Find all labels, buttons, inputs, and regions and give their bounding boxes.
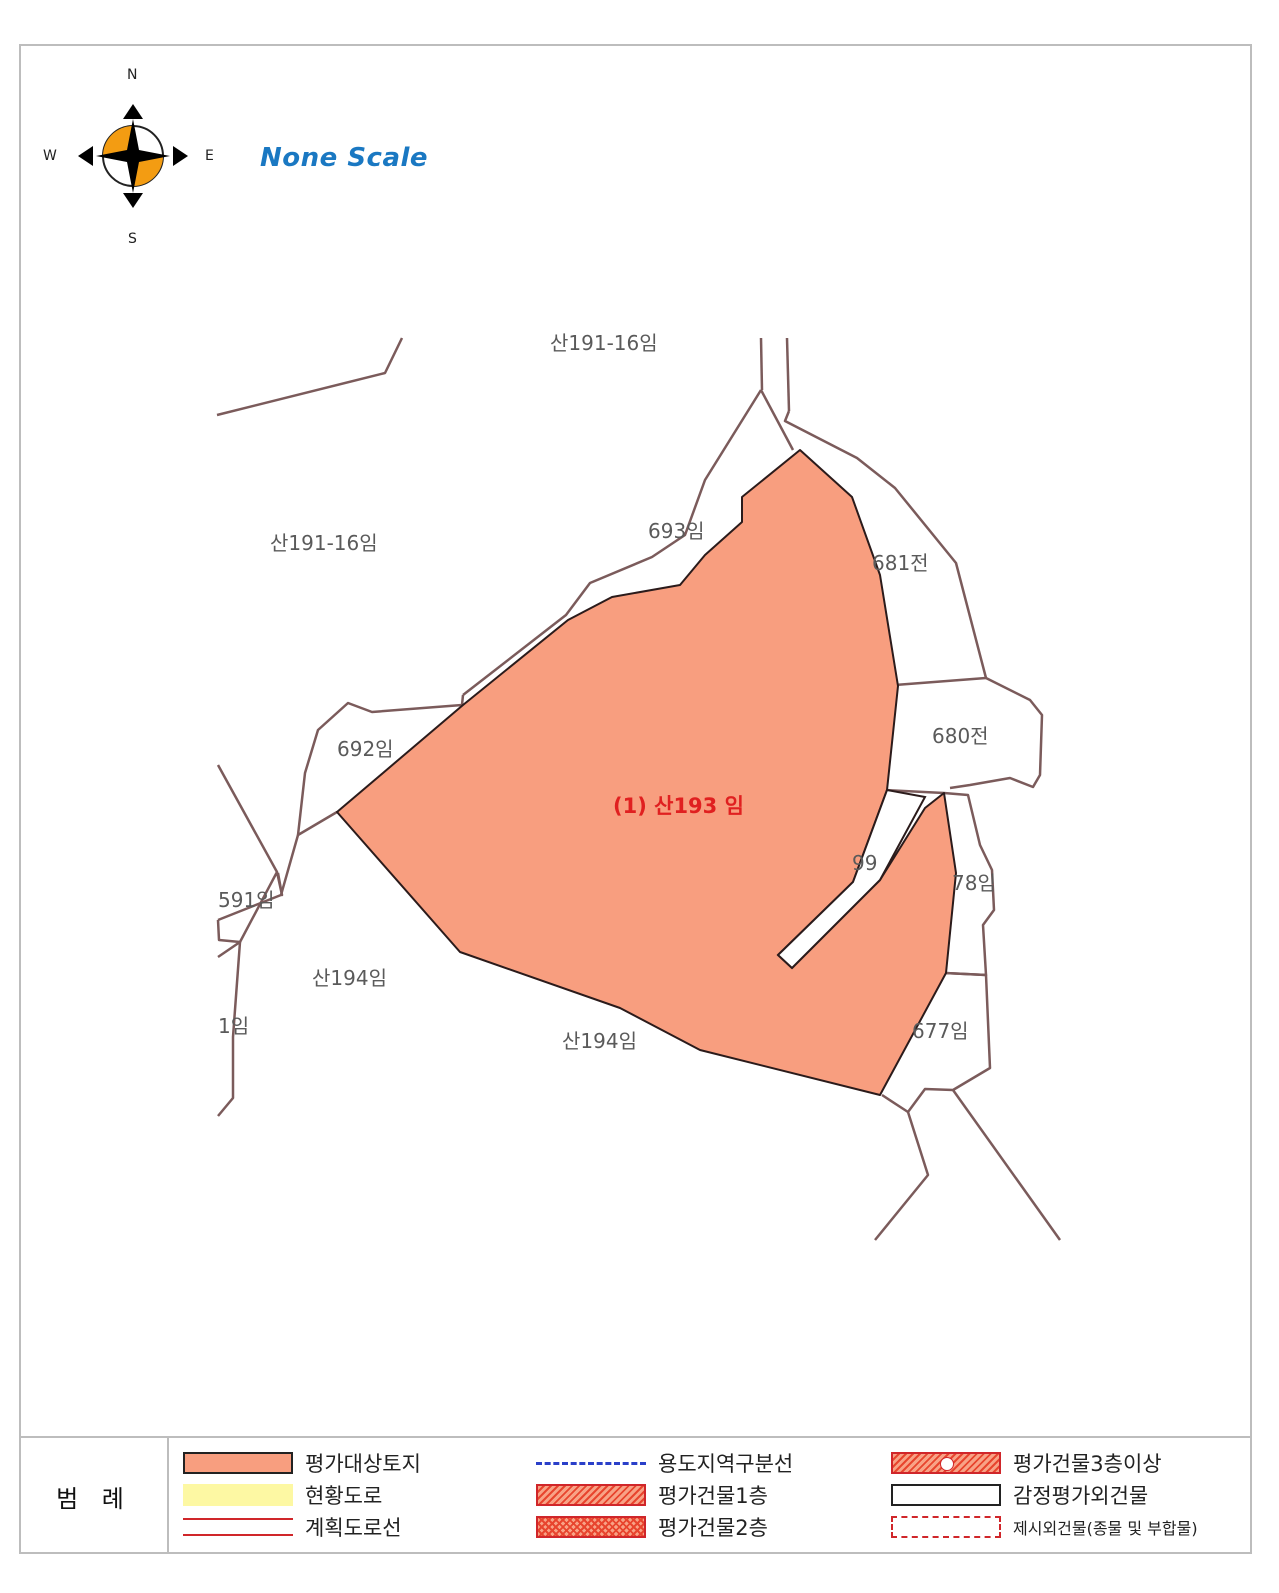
parcel-label: 677임: [912, 1019, 969, 1043]
legend-item-building-2f: 평가건물2층: [536, 1513, 768, 1541]
zone-line-swatch: [536, 1452, 646, 1474]
non-appraised-swatch: [891, 1484, 1001, 1506]
scale-text: None Scale: [260, 143, 429, 173]
extra-building-swatch: [891, 1516, 1001, 1538]
parcel-boundary: [462, 389, 763, 696]
compass-south: S: [128, 231, 137, 247]
legend-label: 평가건물3층이상: [1013, 1452, 1162, 1476]
legend-label: 평가건물2층: [658, 1516, 768, 1540]
parcel-boundary: [296, 694, 465, 837]
building-2f-swatch: [536, 1516, 646, 1538]
parcel-boundary: [785, 337, 791, 412]
legend-item-building-1f: 평가건물1층: [536, 1481, 768, 1509]
legend-item-zone-line: 용도지역구분선: [536, 1449, 793, 1477]
parcel-boundary: [759, 389, 795, 451]
parcel-label: 681전: [872, 551, 929, 575]
target-parcel-label: (1) 산193 임: [613, 794, 744, 818]
parcel-label: 산194임: [562, 1029, 637, 1053]
compass-icon: [78, 104, 188, 208]
parcel-boundary: [217, 871, 279, 959]
compass-north: N: [127, 67, 138, 83]
parcel-99: [776, 788, 927, 970]
legend-label: 감정평가외건물: [1013, 1484, 1149, 1508]
parcel-label: 591임: [218, 888, 275, 912]
parcel-label: 산191-16임: [270, 531, 378, 555]
parcel-label: 산191-16임: [550, 331, 658, 355]
parcel-boundary: [216, 764, 284, 897]
compass-rose: N S E W: [38, 64, 228, 254]
cadastral-map: 산191-16임 산191-16임 693임 681전 680전 692임 99…: [216, 331, 1062, 1241]
parcel-boundary: [874, 1111, 930, 1241]
parcel-boundary: [951, 1089, 1062, 1241]
legend-title: 범 례: [21, 1438, 169, 1554]
parcel-boundary: [216, 337, 404, 417]
compass-east: E: [205, 148, 214, 164]
parcel-label: 99: [852, 851, 877, 875]
legend-label: 제시외건물(종물 및 부합물): [1013, 1519, 1198, 1538]
building-1f-swatch: [536, 1484, 646, 1506]
legend-item-non-appraised-building: 감정평가외건물: [891, 1481, 1148, 1509]
parcel-label: 1임: [218, 1014, 249, 1038]
parcel-label: 산194임: [312, 966, 387, 990]
parcel-label: 693임: [648, 519, 705, 543]
parcel-boundary: [216, 919, 242, 1117]
parcel-boundary: [759, 337, 764, 391]
legend-item-current-road: 현황도로: [183, 1481, 382, 1509]
legend-label: 평가건물1층: [658, 1484, 768, 1508]
legend-label: 현황도로: [305, 1484, 383, 1508]
parcel-boundary: [217, 834, 300, 922]
legend-label: 계획도로선: [305, 1516, 402, 1540]
legend-item-planned-road: 계획도로선: [183, 1513, 402, 1541]
compass-west: W: [43, 148, 57, 164]
legend-item-building-3f: 평가건물3층이상: [891, 1449, 1162, 1477]
legend: 범 례 평가대상토지 현황도로 계획도로선 용도지역구분선 평가건물1층 평가건…: [21, 1436, 1250, 1554]
current-road-swatch: [183, 1484, 293, 1506]
legend-label: 용도지역구분선: [658, 1452, 794, 1476]
legend-item-target-land: 평가대상토지: [183, 1449, 421, 1477]
legend-label: 평가대상토지: [305, 1452, 421, 1476]
map-frame: [19, 44, 1252, 1554]
planned-road-swatch: [183, 1516, 293, 1538]
target-land-swatch: [183, 1452, 293, 1474]
building-3f-swatch: [891, 1452, 1001, 1474]
parcel-label: 78임: [952, 871, 996, 895]
parcel-label: 692임: [337, 737, 394, 761]
legend-item-extra-building: 제시외건물(종물 및 부합물): [891, 1513, 1198, 1541]
parcel-label: 680전: [932, 724, 989, 748]
parcel-boundary: [943, 791, 996, 977]
parcel-boundary: [949, 676, 1044, 790]
target-parcel[interactable]: [336, 449, 957, 1096]
